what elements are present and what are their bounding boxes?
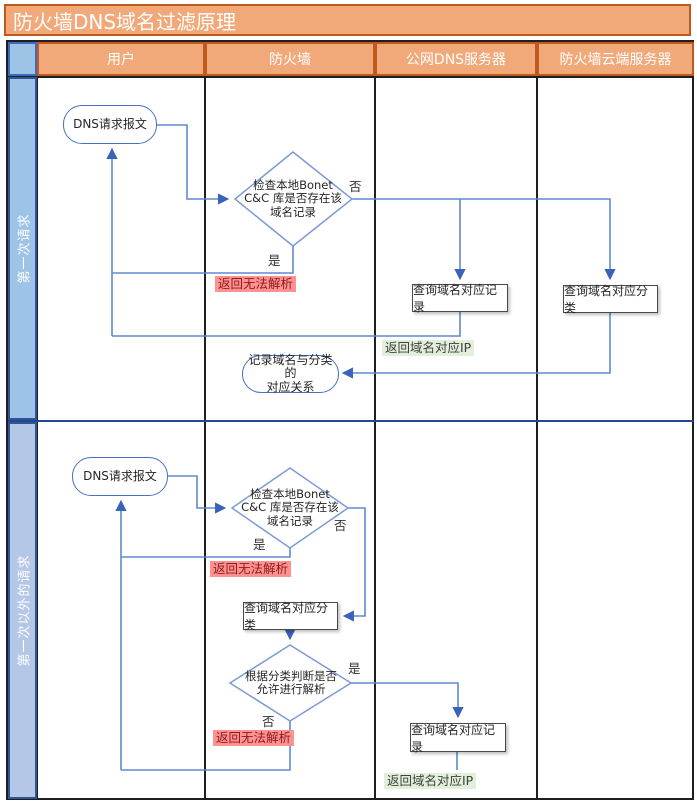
label-l2-return-ip: 返回域名对应IP xyxy=(384,773,477,789)
header-bottom-line xyxy=(8,76,694,78)
node-label: 查询域名对应分类 xyxy=(564,284,649,315)
node-l1-record-mapping: 记录域名与分类的 对应关系 xyxy=(242,352,339,394)
node-label: 查询域名对应记录 xyxy=(411,722,496,754)
node-label: 查询域名对应记录 xyxy=(413,283,498,314)
column-header-public-dns: 公网DNS服务器 xyxy=(375,42,537,76)
label-l1-no: 否 xyxy=(349,179,362,194)
grid-line-strip xyxy=(36,77,38,799)
lane-label-first-request: 第一次请求 xyxy=(8,77,37,420)
label-l2-return-fail: 返回无法解析 xyxy=(210,561,292,577)
label-l1-yes: 是 xyxy=(268,253,281,268)
label-l2-no: 否 xyxy=(334,518,347,533)
lane-label-text: 第一次请求 xyxy=(17,213,33,284)
grid-line-col1 xyxy=(204,77,206,799)
label-l2-yes: 是 xyxy=(253,537,266,552)
column-header-user: 用户 xyxy=(37,42,205,76)
label-l1-return-ip: 返回域名对应IP xyxy=(382,340,475,356)
lane-divider-line xyxy=(8,420,694,422)
node-label: 查询域名对应分类 xyxy=(244,601,329,632)
lane-label-subsequent-request: 第一次以外的请求 xyxy=(8,422,37,799)
node-label: 记录域名与分类的 对应关系 xyxy=(243,352,338,394)
header-corner-cell xyxy=(8,42,37,76)
label-l2-yes2: 是 xyxy=(348,661,361,676)
label-l1-return-fail: 返回无法解析 xyxy=(215,276,297,292)
label-l2-return-fail2: 返回无法解析 xyxy=(213,730,295,746)
node-label: DNS请求报文 xyxy=(73,116,147,131)
node-label-line: 对应关系 xyxy=(266,379,315,394)
grid-line-col3 xyxy=(536,77,538,799)
column-header-label: 防火墙 xyxy=(269,52,311,68)
node-label-line: 记录域名与分类的 xyxy=(248,352,333,381)
lane-label-text: 第一次以外的请求 xyxy=(17,554,33,667)
node-l1-query-dns-record: 查询域名对应记录 xyxy=(412,283,508,314)
column-header-cloud-server: 防火墙云端服务器 xyxy=(537,42,694,76)
grid-line-col2 xyxy=(374,77,376,799)
node-l1-dns-request: DNS请求报文 xyxy=(63,105,157,144)
column-header-label: 公网DNS服务器 xyxy=(405,52,507,68)
node-l2-dns-request: DNS请求报文 xyxy=(72,457,168,496)
label-l2-no2: 否 xyxy=(262,714,275,729)
column-header-firewall: 防火墙 xyxy=(205,42,375,76)
node-l2-query-dns-record: 查询域名对应记录 xyxy=(410,722,506,754)
node-label: DNS请求报文 xyxy=(83,468,157,483)
column-header-label: 防火墙云端服务器 xyxy=(559,52,672,68)
node-l1-query-category: 查询域名对应分类 xyxy=(563,284,658,315)
column-header-label: 用户 xyxy=(107,52,135,68)
page-title: 防火墙DNS域名过滤原理 xyxy=(4,4,691,36)
node-l2-query-category: 查询域名对应分类 xyxy=(243,601,338,632)
